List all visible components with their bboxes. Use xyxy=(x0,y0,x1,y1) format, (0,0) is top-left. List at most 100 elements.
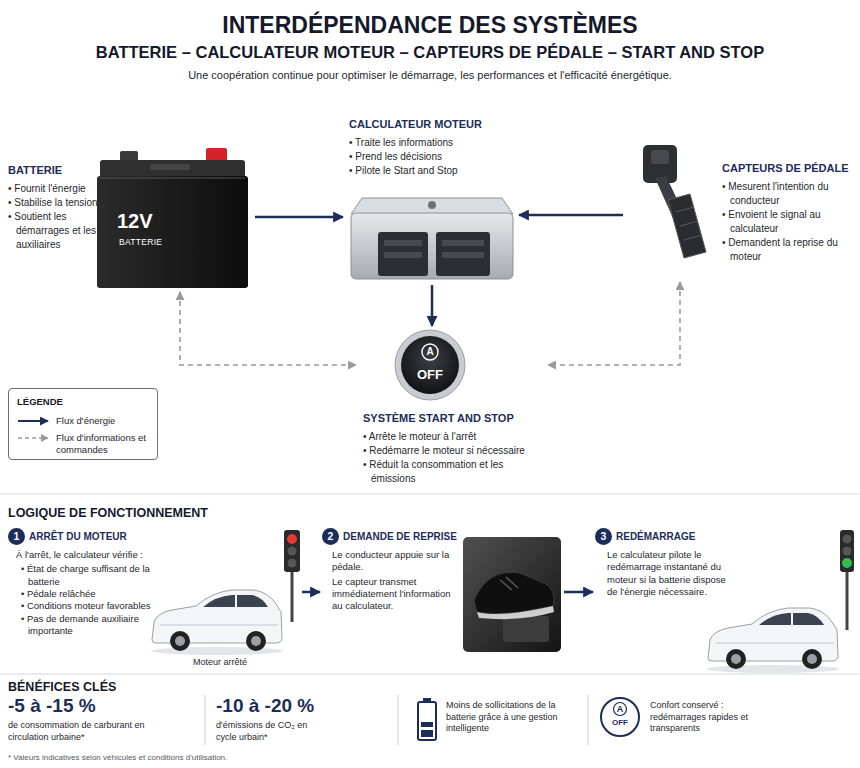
component-block: CALCULATEUR MOTEUR• Traite les informati… xyxy=(345,118,517,283)
battery-lid xyxy=(100,160,245,178)
step-heading: REDÉMARRAGE xyxy=(616,528,854,545)
bullet-text: • Prend les décisions xyxy=(349,150,514,164)
legend-sample-energy xyxy=(18,420,48,422)
block-heading: SYSTÈME START AND STOP xyxy=(363,412,545,426)
energy-arrow xyxy=(519,214,623,217)
shoe-upper xyxy=(474,572,554,613)
car-illustration xyxy=(151,590,283,655)
pedal-pad xyxy=(668,194,706,258)
ecu-illustration xyxy=(351,198,513,279)
benefit-separator xyxy=(205,695,206,745)
step-text: À l'arrêt, le calculateur vérifie : xyxy=(16,549,156,561)
pedal-sensor-plug xyxy=(651,150,669,164)
text-column: Le conducteur appuie sur la pédale.Le ca… xyxy=(332,549,458,613)
step-heading: ARRÊT DU MOTEUR xyxy=(29,528,300,545)
information-arrow xyxy=(548,282,680,365)
icon-label: OFF xyxy=(605,718,635,728)
traffic-light-housing xyxy=(284,530,300,572)
ecu-screw xyxy=(428,201,436,209)
traffic-light-lamp xyxy=(843,547,852,556)
traffic-light-pole xyxy=(291,572,294,622)
bullet-text: • État de charge suffisant de la batteri… xyxy=(16,563,156,588)
traffic-light-lamp xyxy=(287,534,297,544)
block-heading: CAPTEURS DE PÉDALE xyxy=(722,162,854,176)
benefit-text: d'émissions de CO₂ en cycle urbain* xyxy=(216,720,326,743)
energy-arrow xyxy=(431,285,434,326)
step-heading: DEMANDE DE REPRISE xyxy=(343,528,562,545)
block-heading: BATTERIE xyxy=(8,164,98,178)
traffic-light-red xyxy=(284,530,300,622)
legend-sample-info xyxy=(18,437,48,439)
shoe-sole xyxy=(477,606,554,619)
car-wheel xyxy=(246,631,266,651)
icon-symbol: A xyxy=(605,704,635,714)
car-line xyxy=(160,625,278,626)
step-number: 1 xyxy=(8,528,25,545)
traffic-light-lamp xyxy=(842,558,852,568)
bullet-text: • Arrête le moteur à l'arrêt xyxy=(363,430,545,444)
step-text: Le calculateur pilote le redémarrage ins… xyxy=(607,549,739,598)
bullet-text: • Traite les informations xyxy=(349,136,514,150)
bullet-text: • Redémarre le moteur si nécessaire xyxy=(363,444,545,458)
button-face xyxy=(401,336,459,394)
energy-arrow xyxy=(564,591,593,594)
bullet-text: • Soutient les démarrages et les auxilia… xyxy=(8,210,98,252)
benefit-text: de consommation de carburant en circulat… xyxy=(8,720,158,743)
section-heading: BÉNÉFICES CLÉS xyxy=(8,680,208,694)
bullet-text: • Conditions moteur favorables xyxy=(16,600,156,612)
pedal-illustration xyxy=(643,145,706,258)
battery-illustration xyxy=(97,148,248,288)
energy-arrow xyxy=(302,591,320,594)
button-ring xyxy=(395,330,465,400)
start-stop-button xyxy=(395,330,465,400)
battery-icon-body xyxy=(418,702,436,740)
start-stop-icon xyxy=(601,698,639,736)
battery-icon-level xyxy=(421,722,433,727)
step-number: 3 xyxy=(595,528,612,545)
icon-ring xyxy=(601,698,639,736)
bullet-text: • Pédale relâchée xyxy=(16,588,156,600)
car-wheel xyxy=(170,631,190,651)
bullet-text: • Envoient le signal au calculateur xyxy=(722,208,854,236)
diagram-title: INTERDÉPENDANCE DES SYSTÈMES xyxy=(0,12,860,39)
legend-text: Flux d'informations et commandes xyxy=(56,432,152,456)
car-shadow xyxy=(151,647,283,655)
ecu-pins xyxy=(384,252,422,258)
traffic-light-green xyxy=(840,530,854,630)
text-column: BATTERIE• Fournit l'énergie• Stabilise l… xyxy=(8,140,98,252)
component-block: SYSTÈME START AND STOP • Arrête le moteur… xyxy=(358,328,546,486)
traffic-light-pole xyxy=(846,572,849,630)
car-window xyxy=(203,595,268,607)
key-figure: -10 à -20 % xyxy=(216,695,391,717)
ecu-pins xyxy=(384,240,422,246)
component-block: CAPTEURS DE PÉDALE• Mesurent l'intention… xyxy=(625,140,854,280)
ecu-connector xyxy=(436,232,490,276)
legend-text: Flux d'énergie xyxy=(56,415,152,427)
foot-pedal-photo xyxy=(463,537,561,652)
battery-body xyxy=(97,176,248,288)
bullet-text: • Pas de demande auxiliaire importante xyxy=(16,613,156,638)
pedal-rib xyxy=(680,221,698,226)
pedal-rib xyxy=(676,207,694,212)
footnote: * Valeurs indicatives selon véhicules et… xyxy=(8,753,508,762)
key-figure: -5 à -15 % xyxy=(8,695,198,717)
information-arrow xyxy=(180,292,356,365)
step-block: 3REDÉMARRAGE Le calculateur pilote le red… xyxy=(595,528,854,668)
benefit-text: Moins de sollicitations de la batterie g… xyxy=(446,700,574,735)
benefit-separator xyxy=(398,695,399,745)
battery-marking: BATTERIE xyxy=(119,237,199,247)
battery-icon-level xyxy=(421,730,433,737)
pedal-rib xyxy=(684,235,702,240)
photo-ground xyxy=(463,537,561,652)
traffic-light-lamp xyxy=(843,535,852,544)
battery-voltage: 12V xyxy=(117,210,187,233)
section-divider xyxy=(0,494,860,495)
shoe-laces xyxy=(500,577,518,590)
tagline: Une coopération continue pour optimiser … xyxy=(0,69,860,81)
text-column: À l'arrêt, le calculateur vérifie : • Éta… xyxy=(16,549,156,637)
benefit-text: Confort conservé : redémarrages rapides … xyxy=(650,700,760,735)
traffic-light-housing xyxy=(840,530,854,572)
subtitle: BATTERIE – CALCULATEUR MOTEUR – CAPTEURS… xyxy=(0,43,860,62)
bullet-text: • Pilote le Start and Stop xyxy=(349,164,514,178)
